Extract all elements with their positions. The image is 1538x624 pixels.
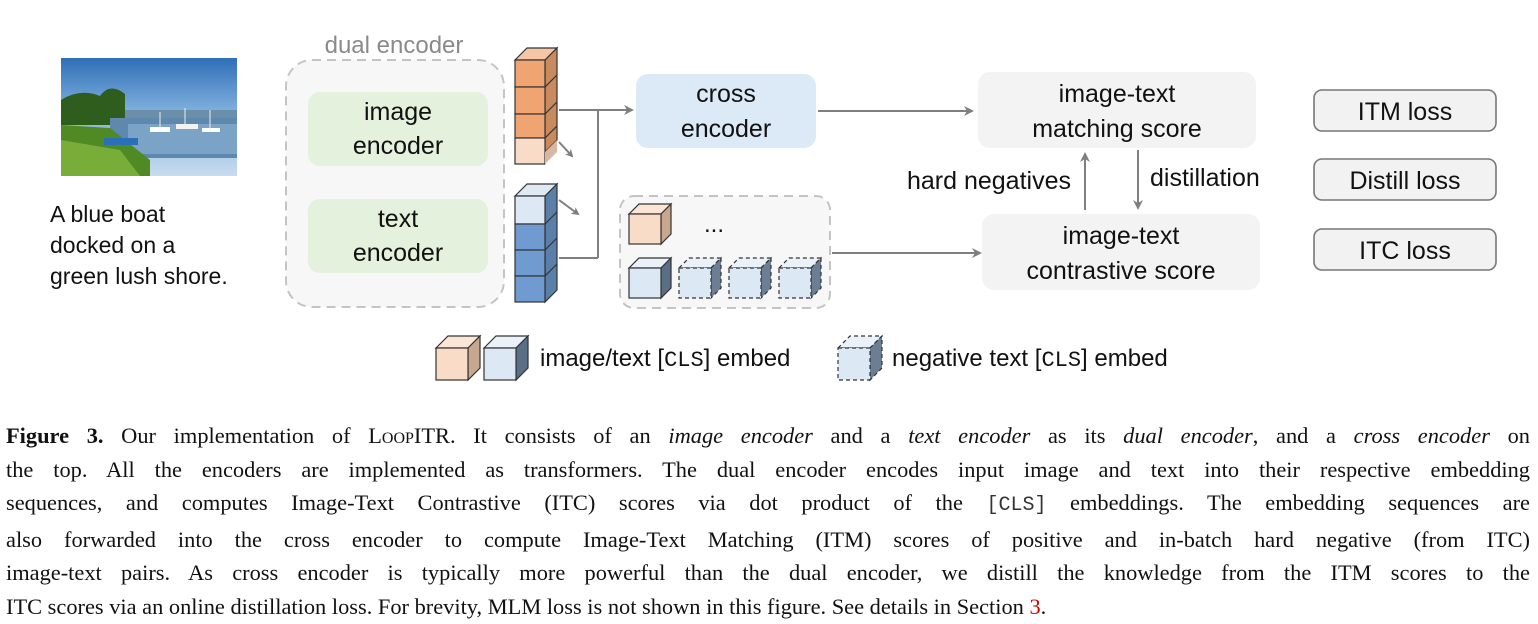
negative-cube-2 bbox=[727, 256, 773, 300]
image-embedding-stack bbox=[513, 46, 559, 165]
text-encoder-label-1: text bbox=[378, 205, 418, 233]
caption-line-4: also forwarded into the cross encoder to… bbox=[6, 526, 1530, 552]
sequence-connectors bbox=[559, 105, 634, 259]
distill-loss-box bbox=[1313, 158, 1497, 201]
itc-score-label-1: image-text bbox=[1063, 222, 1180, 250]
figure-caption: Figure 3. Our implementation of LoopITR.… bbox=[6, 419, 1530, 624]
itc-score-box bbox=[982, 214, 1260, 290]
distillation-label: distillation bbox=[1150, 164, 1260, 192]
input-text-line-2: docked on a bbox=[50, 232, 176, 258]
itm-score-label-2: matching score bbox=[1032, 115, 1202, 143]
legend-negative-cube bbox=[836, 334, 884, 382]
negative-cube-3 bbox=[777, 256, 823, 300]
legend-negative-label: negative text [CLS] embed bbox=[892, 345, 1168, 373]
cls-arrow-image bbox=[558, 141, 574, 158]
ellipsis: ... bbox=[704, 211, 724, 238]
itm-loss-box bbox=[1313, 89, 1497, 132]
negative-cube-1 bbox=[677, 256, 723, 300]
legend-cls-image-cube bbox=[434, 334, 482, 382]
itc-loss-box bbox=[1313, 228, 1497, 271]
cross-encoder-label-1: cross bbox=[696, 80, 756, 108]
itm-score-label-1: image-text bbox=[1059, 80, 1176, 108]
caption-line-1: Figure 3. Our implementation of LoopITR.… bbox=[6, 423, 1530, 448]
input-image bbox=[61, 58, 237, 176]
dual-encoder-label: dual encoder bbox=[325, 32, 464, 59]
model-name: LoopITR bbox=[368, 423, 450, 448]
caption-line-5: image-text pairs. As cross encoder is ty… bbox=[6, 560, 1530, 586]
text-embedding-stack bbox=[513, 182, 559, 304]
cls-batch-box bbox=[619, 195, 831, 309]
cls-image-cube bbox=[627, 202, 673, 246]
legend-cls-label: image/text [CLS] embed bbox=[540, 345, 790, 373]
cls-arrow-text bbox=[558, 199, 580, 216]
text-encoder-box bbox=[308, 199, 488, 273]
caption-line-2: the top. All the encoders are implemente… bbox=[6, 456, 1530, 482]
text-encoder-label-2: encoder bbox=[353, 239, 443, 267]
image-encoder-label-1: image bbox=[364, 98, 432, 126]
cross-encoder-label-2: encoder bbox=[681, 115, 771, 143]
caption-line-6: ITC scores via an online distillation lo… bbox=[6, 593, 1047, 619]
itc-score-label-2: contrastive score bbox=[1027, 257, 1216, 285]
section-ref-link[interactable]: 3 bbox=[1029, 593, 1041, 619]
distill-loss-label: Distill loss bbox=[1349, 167, 1460, 195]
itm-loss-label: ITM loss bbox=[1358, 98, 1452, 126]
caption-line-3: sequences, and computes Image-Text Contr… bbox=[6, 490, 1530, 518]
input-text-line-3: green lush shore. bbox=[50, 263, 228, 289]
figure-diagram: A blue boat docked on a green lush shore… bbox=[50, 32, 1497, 382]
cls-text-cube bbox=[627, 256, 673, 300]
cross-encoder-box bbox=[636, 74, 816, 148]
image-encoder-box bbox=[308, 92, 488, 166]
itc-loss-label: ITC loss bbox=[1359, 237, 1451, 265]
image-encoder-label-2: encoder bbox=[353, 132, 443, 160]
legend-cls-text-cube bbox=[482, 334, 530, 382]
caption-label: Figure 3. bbox=[6, 423, 104, 448]
hard-negatives-label: hard negatives bbox=[907, 167, 1071, 195]
itm-score-box bbox=[978, 72, 1256, 148]
input-text-line-1: A blue boat bbox=[50, 201, 166, 227]
